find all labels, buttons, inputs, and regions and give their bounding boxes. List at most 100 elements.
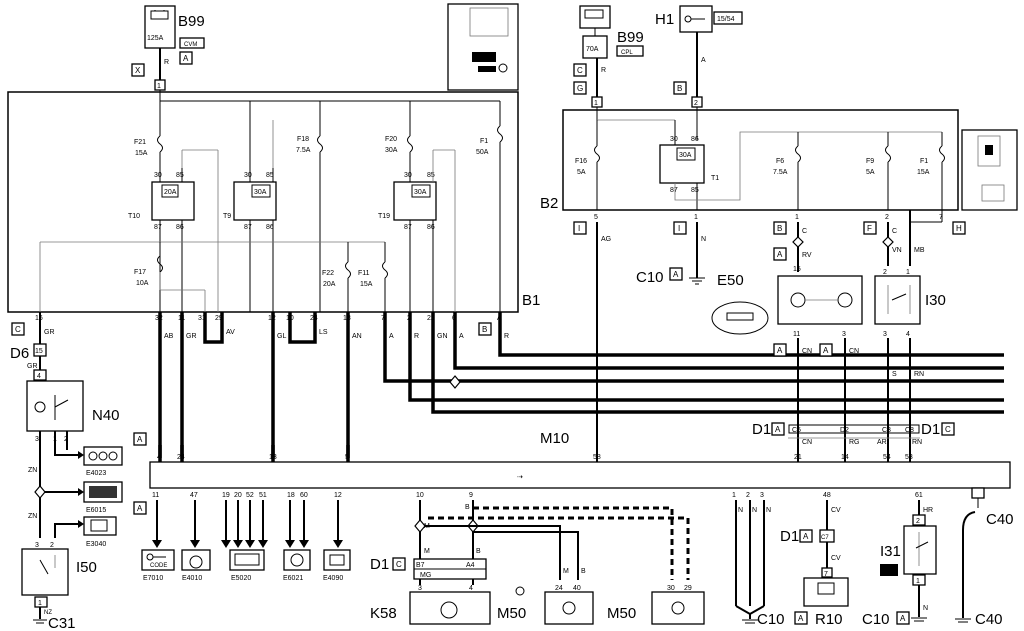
svg-text:F21: F21 xyxy=(134,139,146,146)
b99-left-fuse: 125A xyxy=(147,35,164,42)
svg-text:85: 85 xyxy=(176,172,184,179)
svg-text:48: 48 xyxy=(823,492,831,499)
svg-text:30A: 30A xyxy=(414,189,427,196)
svg-text:HR: HR xyxy=(923,507,933,514)
svg-text:B: B xyxy=(482,325,487,334)
svg-text:E4023: E4023 xyxy=(86,470,106,477)
svg-text:30: 30 xyxy=(244,172,252,179)
svg-text:I: I xyxy=(678,224,680,233)
svg-text:C8: C8 xyxy=(905,427,914,434)
fuse-f6: F6 7.5A xyxy=(773,132,801,210)
svg-text:7.5A: 7.5A xyxy=(773,169,788,176)
svg-text:R: R xyxy=(601,67,606,74)
svg-text:7.5A: 7.5A xyxy=(296,147,311,154)
svg-text:54: 54 xyxy=(883,454,891,461)
svg-text:31: 31 xyxy=(198,315,206,322)
svg-text:30: 30 xyxy=(404,172,412,179)
svg-text:A: A xyxy=(798,614,804,623)
svg-text:B: B xyxy=(677,84,682,93)
svg-text:B: B xyxy=(777,224,782,233)
fuse-f20: F20 30A xyxy=(385,101,413,168)
svg-text:29: 29 xyxy=(684,585,692,592)
svg-text:87: 87 xyxy=(154,224,162,231)
d1-label-a: D1 xyxy=(752,421,771,438)
connector-icon: ⇢ xyxy=(517,474,523,481)
svg-text:2: 2 xyxy=(746,492,750,499)
svg-text:52: 52 xyxy=(246,492,254,499)
svg-text:85: 85 xyxy=(427,172,435,179)
k58-m50-wiring: M B M B M B B7 A4 MG D1 C xyxy=(370,500,690,585)
svg-text:30A: 30A xyxy=(679,152,692,159)
svg-text:B: B xyxy=(581,568,586,575)
ignition-switch-h1: H1 15/54 A B 2 xyxy=(655,5,743,108)
svg-text:B: B xyxy=(476,548,481,555)
svg-text:GL: GL xyxy=(277,333,286,340)
svg-text:30A: 30A xyxy=(254,189,267,196)
svg-text:87: 87 xyxy=(670,187,678,194)
svg-text:F1: F1 xyxy=(920,158,928,165)
svg-text:9: 9 xyxy=(469,492,473,499)
svg-text:E5020: E5020 xyxy=(231,575,251,582)
svg-text:CN: CN xyxy=(802,348,812,355)
relay-t9: 30A 30 85 87 86 T9 xyxy=(223,101,277,312)
svg-text:87: 87 xyxy=(404,224,412,231)
e4010-gauge: E4010 xyxy=(181,549,211,582)
i31-label: I31 xyxy=(880,543,901,560)
svg-text:51: 51 xyxy=(259,492,267,499)
body-computer-m10: M10 A A ⇢ 4 24 13 5 58 21 14 54 53 11 47… xyxy=(133,430,1011,515)
svg-text:MG: MG xyxy=(420,572,431,579)
svg-text:F9: F9 xyxy=(866,158,874,165)
c10-ground-label: C10 xyxy=(636,269,664,286)
svg-text:1: 1 xyxy=(795,214,799,221)
svg-text:B7: B7 xyxy=(416,562,425,569)
e50-label: E50 xyxy=(717,272,744,289)
module-n40: N40 3 1 2 ZN ZN xyxy=(26,380,120,538)
e4023-gauges: E4023 xyxy=(83,446,123,477)
svg-text:M: M xyxy=(424,523,430,530)
svg-text:86: 86 xyxy=(427,224,435,231)
svg-text:A: A xyxy=(777,250,783,259)
svg-text:F18: F18 xyxy=(297,136,309,143)
svg-text:AR: AR xyxy=(877,439,887,446)
svg-text:86: 86 xyxy=(176,224,184,231)
fuse-f21: F21 15A xyxy=(134,101,163,168)
svg-text:30: 30 xyxy=(670,136,678,143)
i30-label: I30 xyxy=(925,292,946,309)
svg-text:N: N xyxy=(738,507,743,514)
svg-text:M: M xyxy=(563,568,569,575)
svg-text:CN: CN xyxy=(802,439,812,446)
m50-label-b: M50 xyxy=(607,605,636,622)
svg-text:4: 4 xyxy=(37,373,41,380)
svg-text:15A: 15A xyxy=(135,150,148,157)
svg-text:2: 2 xyxy=(885,214,889,221)
relay-t1: 30A 30 86 87 85 T1 xyxy=(659,120,942,210)
svg-text:30A: 30A xyxy=(385,147,398,154)
svg-text:4: 4 xyxy=(906,331,910,338)
svg-text:A: A xyxy=(775,425,781,434)
svg-text:19: 19 xyxy=(222,492,230,499)
svg-text:16: 16 xyxy=(35,315,43,322)
locator-b2-thumbnail xyxy=(961,129,1018,211)
svg-text:F6: F6 xyxy=(776,158,784,165)
svg-text:1: 1 xyxy=(38,600,42,607)
instrument-cluster-e50: E50 15 11 3 A A CN CN xyxy=(711,266,863,458)
e4090-lamp: E4090 xyxy=(323,549,351,582)
svg-text:CN: CN xyxy=(849,348,859,355)
connector-d6: D6 15 GR 4 xyxy=(10,343,47,381)
svg-text:N: N xyxy=(766,507,771,514)
svg-text:A: A xyxy=(673,270,679,279)
h1-label: H1 xyxy=(655,11,674,28)
fuse-f18: F18 7.5A xyxy=(296,101,323,312)
svg-text:A: A xyxy=(183,54,189,63)
svg-text:C: C xyxy=(577,66,583,75)
svg-text:C3: C3 xyxy=(882,427,891,434)
svg-text:F1: F1 xyxy=(480,138,488,145)
svg-text:5A: 5A xyxy=(577,169,586,176)
module-k58: 3 4 K58 xyxy=(370,585,491,625)
svg-text:F: F xyxy=(867,224,872,233)
svg-text:E6021: E6021 xyxy=(283,575,303,582)
svg-text:3: 3 xyxy=(760,492,764,499)
b2-label: B2 xyxy=(540,195,558,212)
b1-label: B1 xyxy=(522,292,540,309)
